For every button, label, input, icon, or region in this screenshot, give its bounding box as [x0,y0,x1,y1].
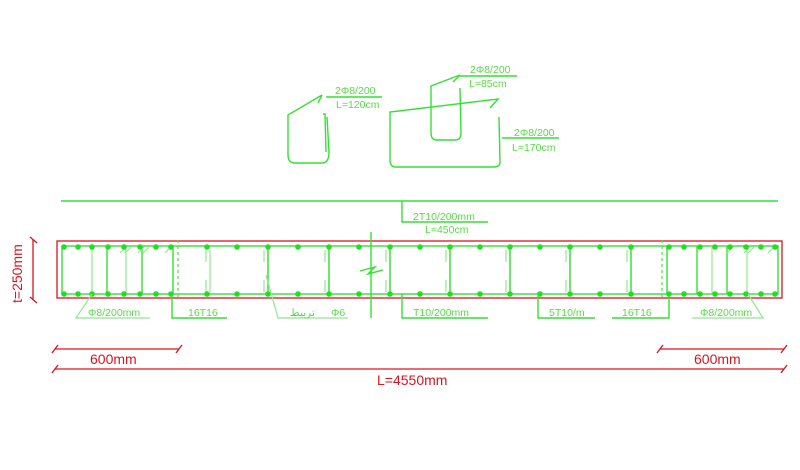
rebar-dot [743,244,749,250]
rebar-dot [567,291,573,297]
rebar-dot [89,244,95,250]
rebar-dot [417,291,423,297]
rebar-dot [597,244,603,250]
stirrup-170-length: L=170cm [512,142,556,154]
rebar-dot [772,244,778,250]
rebar-dot [597,291,603,297]
rebar-dot [265,244,271,250]
rebar-dot [75,244,81,250]
thickness-dimension: t=250mm [9,244,25,303]
top-bar-spec: 2T10/200mm [413,211,475,223]
rebar-dot [727,244,733,250]
rebar-dot [697,291,703,297]
rebar-dot [507,291,513,297]
rebar-dot [356,244,362,250]
rebar-dot [105,291,111,297]
tie-arabic-label: تربيط [290,307,315,319]
left-zone-dimension: 600mm [90,351,137,367]
stirrup-detail-120: 2Φ8/200 L=120cm [287,85,382,164]
middle-ties [205,246,632,294]
rebar-dot [75,291,81,297]
right-zone-dimension: 600mm [694,351,741,367]
rebar-dot [168,291,174,297]
left-stirrup-label: Φ8/200mm [88,307,140,319]
mid-bar-label: T10/200mm [413,307,469,319]
rebar-dot [681,244,687,250]
rebar-dot [326,291,332,297]
rebar-dot [295,291,301,297]
concrete-outline [56,240,783,299]
rebar-dot [61,291,67,297]
rebar-cage [61,232,779,318]
left-main-bar-label: 16T16 [188,307,218,319]
stirrup-85-spec: 2Φ8/200 [470,64,511,76]
rebar-dot [153,291,159,297]
rebar-dot [447,244,453,250]
rebar-dot [477,244,483,250]
rebar-dot [234,244,240,250]
stirrup-120-spec: 2Φ8/200 [335,85,376,97]
rebar-dot [137,244,143,250]
rebar-dot [417,244,423,250]
mid-count-label: 5T10/m [549,307,585,319]
rebar-dot [758,291,764,297]
top-bar-length: L=450cm [425,224,469,236]
rebar-dot [628,291,634,297]
dimensions: t=250mm 600mm 600mm L=4550mm [9,236,788,388]
rebar-dot [356,291,362,297]
rebar-dot [772,291,778,297]
rebar-dot [204,244,210,250]
bottom-labels: Φ8/200mm 16T16 تربيط Φ6 T10/200mm 5T10/m… [74,274,765,319]
top-bar: 2T10/200mm L=450cm [61,200,778,236]
rebar-dot [387,244,393,250]
rebar-dot [265,291,271,297]
stirrup-85-length: L=85cm [469,78,507,90]
rebar-dot [295,244,301,250]
rebar-dot [153,244,159,250]
rebar-dot [666,244,672,250]
right-main-bar-label: 16T16 [622,307,652,319]
rebar-dot [758,244,764,250]
rebar-dot [61,244,67,250]
rebar-dot [743,291,749,297]
rebar-dot [628,244,634,250]
rebar-dot [234,291,240,297]
stirrup-detail-170: 2Φ8/200 L=170cm [389,98,559,168]
rebar-dot [681,291,687,297]
stirrup-120-length: L=120cm [336,99,380,111]
rebar-dot [567,244,573,250]
rebar-dot [507,244,513,250]
rebar-dot [121,244,127,250]
rebar-dot [387,291,393,297]
rebar-dot [537,244,543,250]
stirrup-170-spec: 2Φ8/200 [514,127,555,139]
rebar-dot [168,244,174,250]
stirrup-detail-85: 2Φ8/200 L=85cm [430,64,517,141]
rebar-dot [137,291,143,297]
right-stirrup-label: Φ8/200mm [700,307,752,319]
tie-diameter-label: Φ6 [331,307,345,319]
rebar-dots [61,244,778,297]
rebar-dot [712,291,718,297]
total-length-dimension: L=4550mm [377,372,447,388]
rebar-dot [204,291,210,297]
rebar-dot [447,291,453,297]
rebar-dot [105,244,111,250]
rebar-dot [697,244,703,250]
rebar-dot [326,244,332,250]
rebar-dot [727,291,733,297]
rebar-dot [477,291,483,297]
rebar-dot [712,244,718,250]
rebar-dot [121,291,127,297]
